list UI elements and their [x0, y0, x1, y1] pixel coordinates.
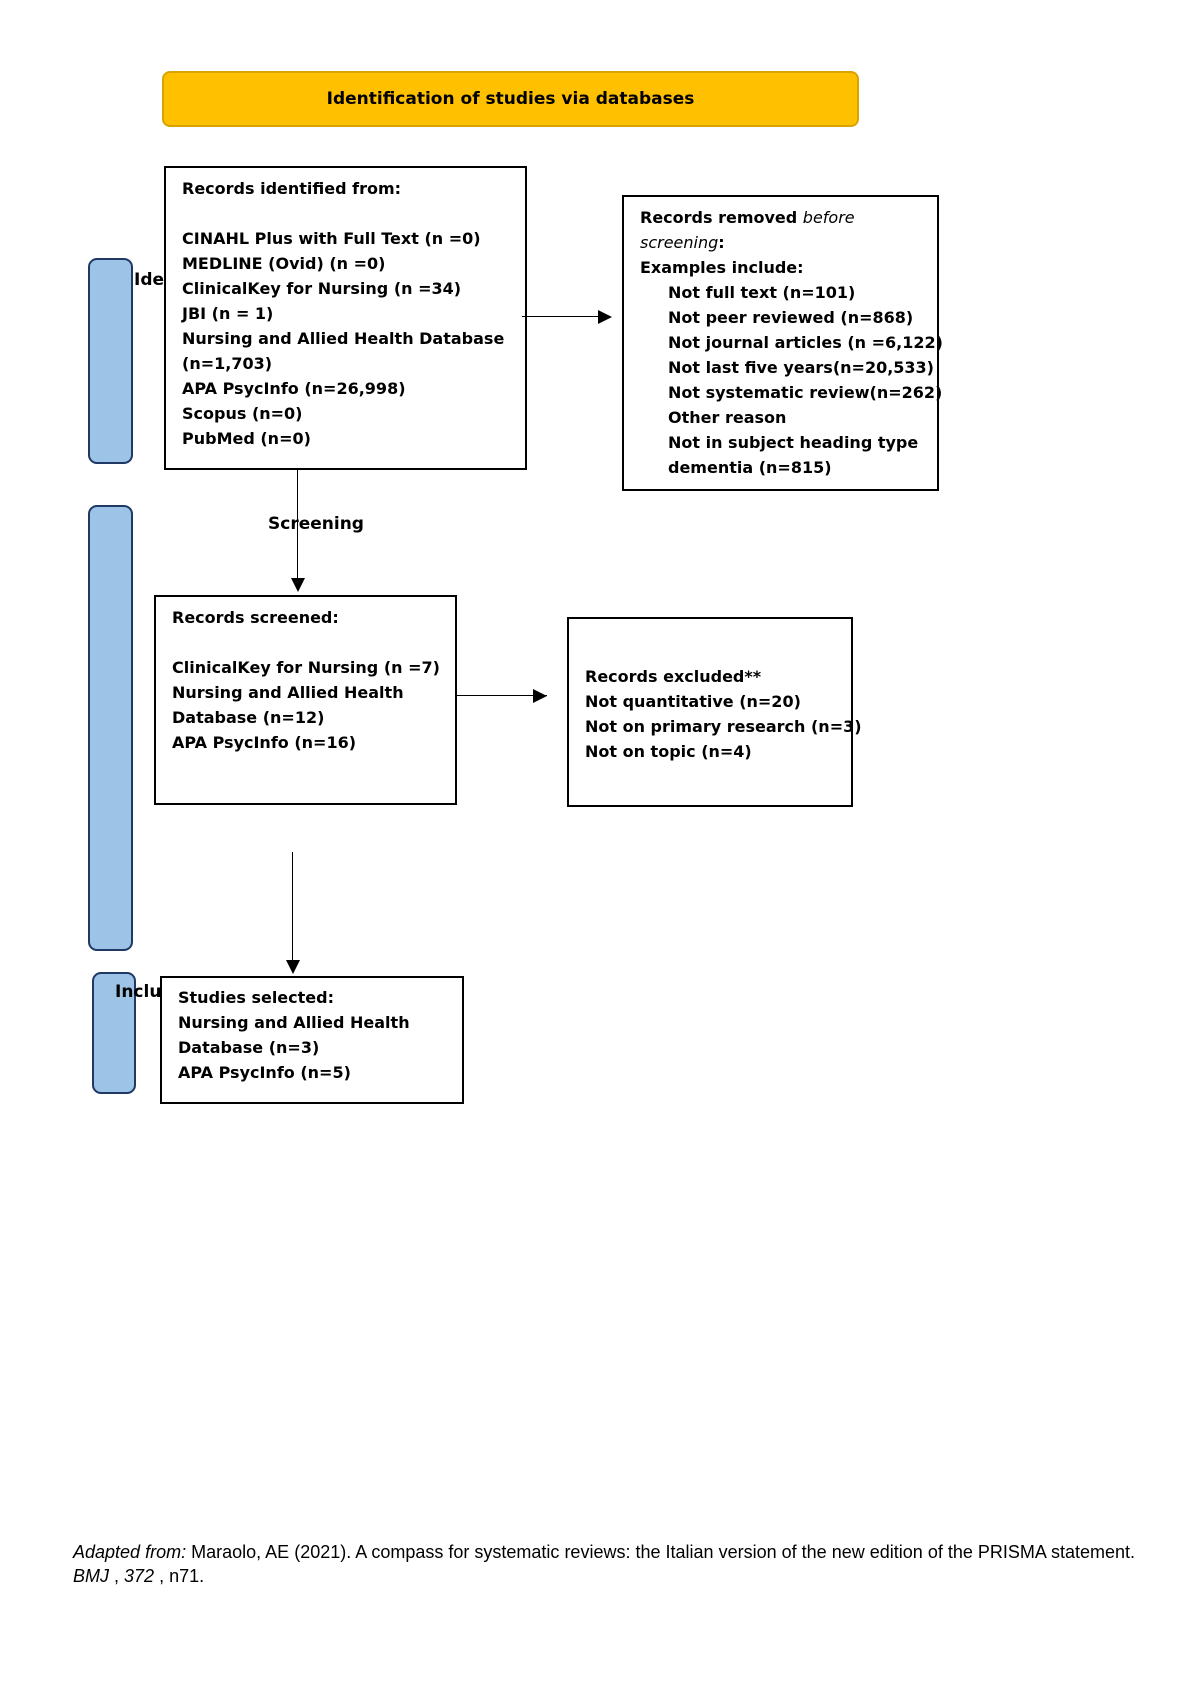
identified-item: (n=1,703) — [182, 354, 273, 373]
header-title: Identification of studies via databases — [326, 89, 695, 109]
citation-text: Maraolo, AE (2021). A compass for system… — [186, 1542, 1135, 1562]
records-removed-heading: Records removed before — [640, 208, 855, 227]
stage-bar-identification — [88, 258, 133, 464]
arrow-to-excluded — [457, 695, 547, 696]
records-screened-box: Records screened: ClinicalKey for Nursin… — [154, 595, 457, 805]
records-screened-heading: Records screened: — [172, 608, 339, 627]
screened-item: Database (n=12) — [172, 708, 325, 727]
screened-item: APA PsycInfo (n=16) — [172, 733, 357, 752]
identified-item: Nursing and Allied Health Database — [182, 329, 505, 348]
studies-selected-heading: Studies selected: — [178, 988, 334, 1007]
arrow-to-removed-head — [598, 310, 612, 324]
records-removed-heading-2: screening: — [640, 233, 725, 252]
identified-item: CINAHL Plus with Full Text (n =0) — [182, 229, 481, 248]
excluded-item: Not quantitative (n=20) — [585, 692, 801, 711]
removed-item: Not full text (n=101) — [668, 283, 856, 302]
screened-item: ClinicalKey for Nursing (n =7) — [172, 658, 440, 677]
selected-item: Nursing and Allied Health — [178, 1013, 410, 1032]
records-removed-box: Records removed before screening: Exampl… — [622, 195, 943, 491]
records-identified-heading: Records identified from: — [182, 179, 402, 198]
stage-bar-screening — [88, 505, 133, 951]
removed-item: Not last five years(n=20,533) — [668, 358, 934, 377]
citation-sep: , — [109, 1566, 125, 1586]
removed-item: Not in subject heading type — [668, 433, 919, 452]
stage-bar-included — [92, 972, 136, 1094]
removed-item: Not peer reviewed (n=868) — [668, 308, 914, 327]
removed-item: Not systematic review(n=262) — [668, 383, 943, 402]
identified-item: PubMed (n=0) — [182, 429, 311, 448]
citation: Adapted from: Maraolo, AE (2021). A comp… — [73, 1540, 1135, 1588]
arrow-to-selected — [292, 852, 293, 964]
studies-selected-box: Studies selected: Nursing and Allied Hea… — [160, 976, 464, 1104]
arrow-to-screened — [297, 469, 298, 579]
stage-label-screening: Screening — [268, 514, 364, 534]
identified-item: ClinicalKey for Nursing (n =34) — [182, 279, 462, 298]
identified-item: MEDLINE (Ovid) (n =0) — [182, 254, 386, 273]
citation-prefix: Adapted from: — [73, 1542, 187, 1562]
citation-end: , n71. — [154, 1566, 205, 1586]
header-banner: Identification of studies via databases — [162, 71, 859, 127]
citation-journal: BMJ — [73, 1566, 109, 1586]
arrow-to-selected-head — [286, 960, 300, 974]
arrow-to-excluded-head — [533, 689, 547, 703]
screened-item: Nursing and Allied Health — [172, 683, 404, 702]
citation-volume: 372 — [124, 1566, 155, 1586]
selected-item: APA PsycInfo (n=5) — [178, 1063, 351, 1082]
excluded-item: Records excluded** — [585, 667, 762, 686]
excluded-item: Not on primary research (n=3) — [585, 717, 862, 736]
arrow-to-screened-head — [291, 578, 305, 592]
removed-item: Not journal articles (n =6,122) — [668, 333, 943, 352]
excluded-item: Not on topic (n=4) — [585, 742, 752, 761]
records-identified-box: Records identified from: CINAHL Plus wit… — [164, 166, 527, 470]
arrow-to-removed — [522, 316, 608, 317]
identified-item: JBI (n = 1) — [182, 304, 274, 323]
identified-item: Scopus (n=0) — [182, 404, 303, 423]
removed-item: dementia (n=815) — [668, 458, 832, 477]
removed-item: Other reason — [668, 408, 787, 427]
records-excluded-box: Records excluded** Not quantitative (n=2… — [567, 617, 862, 807]
identified-item: APA PsycInfo (n=26,998) — [182, 379, 406, 398]
examples-label: Examples include: — [640, 258, 804, 277]
selected-item: Database (n=3) — [178, 1038, 320, 1057]
